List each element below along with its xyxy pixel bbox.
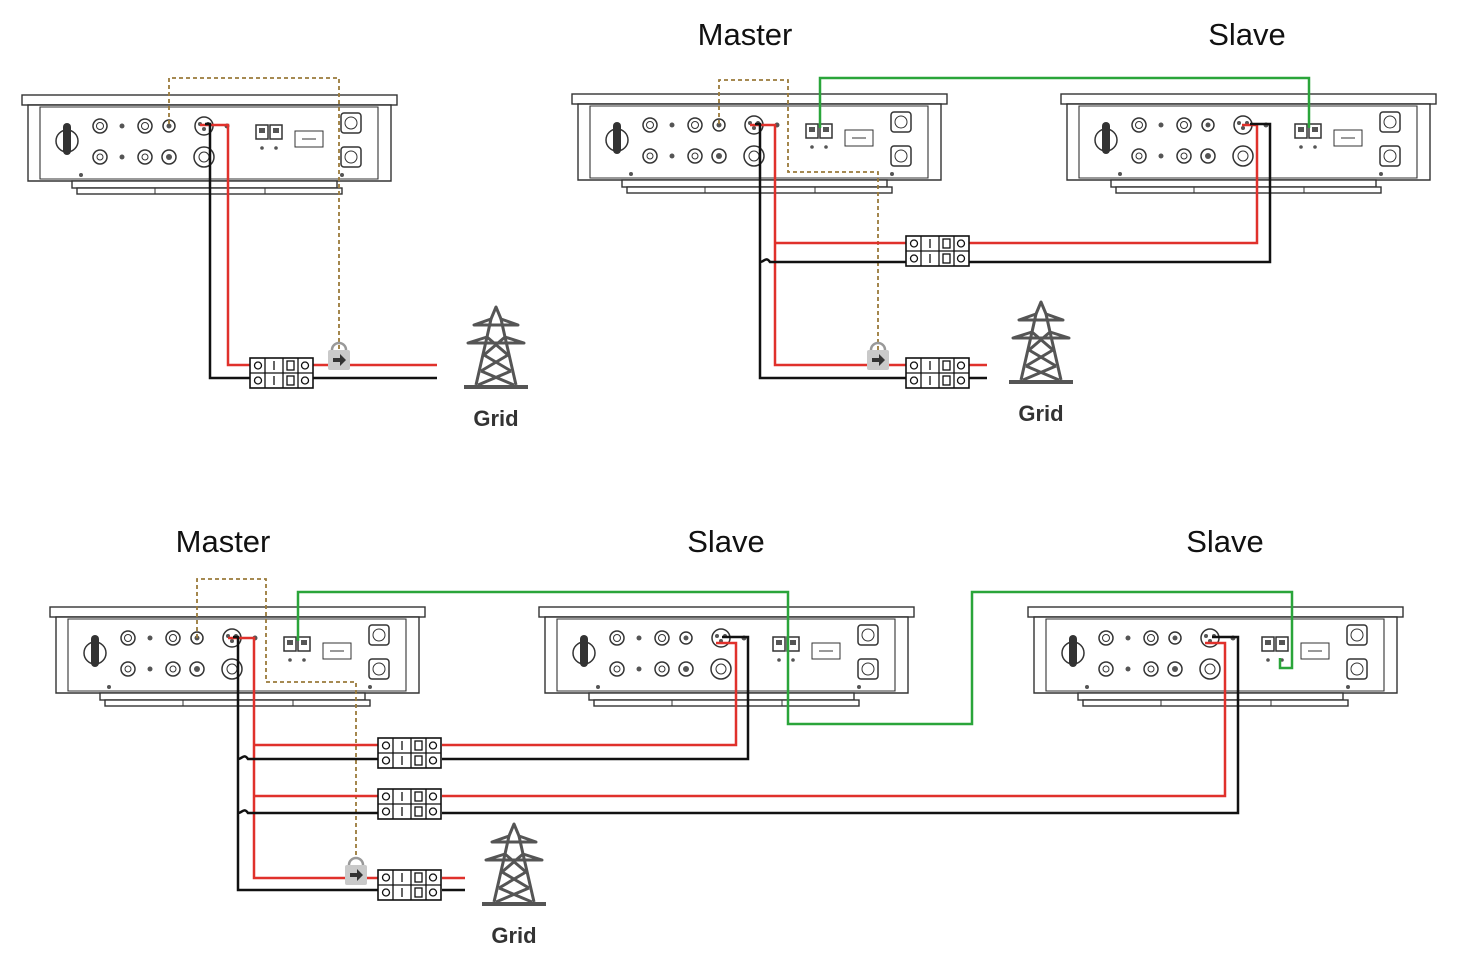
- inverter-icon: [538, 606, 915, 707]
- master-label: Master: [176, 524, 271, 559]
- inverter-icon: [1027, 606, 1404, 707]
- ct-signal-wire: [168, 77, 340, 350]
- ac-line-wire: [775, 123, 1259, 245]
- ct-clamp-icon: [343, 856, 369, 887]
- power-tower-icon: [480, 822, 548, 908]
- ct-signal-wire: [718, 79, 879, 350]
- ac-neutral-wire: [237, 635, 1240, 815]
- breaker-icon: [249, 357, 314, 389]
- ac-line-wire: [254, 641, 1227, 798]
- parallel-comm-wire: [296, 590, 1294, 726]
- breaker-icon: [377, 869, 442, 901]
- ct-signal-wire: [196, 578, 357, 858]
- ac-neutral-wire: [237, 635, 750, 761]
- ac-neutral-wire: [759, 122, 1272, 264]
- breaker-icon: [905, 357, 970, 389]
- diagram-three-inverters: Master Slave Slave Grid: [49, 524, 1404, 948]
- inverter-icon: [1060, 93, 1437, 194]
- grid-label: Grid: [473, 406, 518, 431]
- slave-label: Slave: [1208, 17, 1286, 52]
- breaker-icon: [377, 737, 442, 769]
- master-label: Master: [698, 17, 793, 52]
- ac-neutral-wire: [233, 635, 465, 892]
- ac-line-wire: [750, 123, 987, 367]
- breaker-icon: [905, 235, 970, 267]
- diagram-two-inverters: Master Slave Grid: [571, 17, 1437, 426]
- slave-label: Slave: [687, 524, 765, 559]
- parallel-comm-wire: [818, 76, 1311, 128]
- grid-label: Grid: [491, 923, 536, 948]
- ac-neutral-wire: [205, 122, 437, 380]
- breaker-icon: [377, 788, 442, 820]
- ac-line-wire: [254, 641, 738, 747]
- power-tower-icon: [462, 305, 530, 391]
- diagram-single-inverter: Grid: [21, 77, 530, 431]
- slave-label: Slave: [1186, 524, 1264, 559]
- grid-label: Grid: [1018, 401, 1063, 426]
- ac-neutral-wire: [755, 122, 987, 380]
- power-tower-icon: [1007, 300, 1075, 386]
